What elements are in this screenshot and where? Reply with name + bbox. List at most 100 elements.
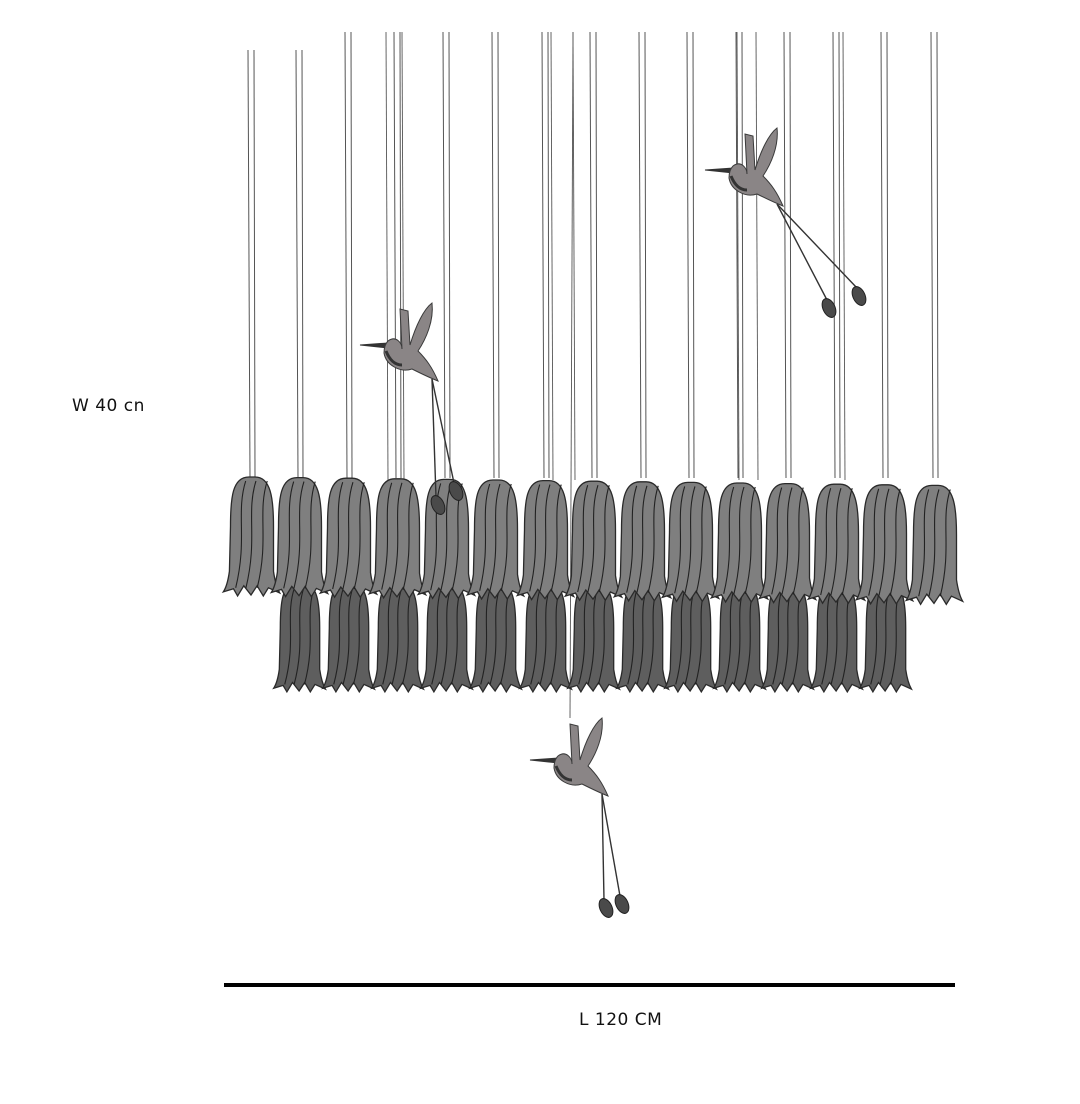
bottom-bell — [370, 582, 425, 694]
bell-rib — [841, 488, 853, 596]
bird-body — [728, 127, 784, 207]
bell-rib — [489, 483, 501, 591]
bell-rib — [353, 482, 365, 590]
hummingbirds — [359, 127, 867, 918]
wire — [295, 49, 299, 479]
bell-rib — [293, 586, 305, 685]
wire — [547, 31, 550, 479]
top-bell — [318, 477, 379, 599]
wire — [448, 31, 451, 479]
bell-rib — [939, 489, 951, 597]
wire — [442, 31, 446, 479]
bell-rib — [820, 488, 832, 596]
bottom-bell-row — [272, 582, 913, 694]
bell-rib — [283, 481, 295, 589]
bell-rib — [792, 487, 804, 595]
bottom-bell — [760, 582, 815, 694]
bird-tail-tip — [821, 298, 837, 318]
bell-rib — [889, 488, 901, 596]
bell-rib — [695, 486, 707, 594]
bird-tail-streamer — [776, 203, 828, 301]
suspension-wires — [247, 31, 939, 719]
bottom-bell — [272, 582, 327, 694]
wire — [350, 31, 353, 479]
bottom-bell — [615, 582, 670, 694]
wire — [838, 31, 841, 479]
wire — [686, 31, 690, 479]
bell-rib — [342, 586, 354, 685]
top-bell — [660, 481, 721, 603]
bell-rib — [489, 586, 501, 685]
bell-rib — [342, 482, 354, 590]
wire — [401, 31, 405, 481]
bell-rib — [500, 483, 512, 591]
hummingbird — [359, 302, 464, 515]
bell-rib — [402, 482, 414, 590]
bell-rib — [674, 486, 686, 594]
bell-rib — [821, 586, 833, 685]
bottom-bell — [809, 582, 864, 694]
bell-rib — [440, 483, 452, 591]
wire — [789, 31, 792, 479]
bird-tail-streamer — [431, 378, 437, 498]
wire — [755, 31, 759, 481]
bird-throat — [384, 350, 403, 367]
width-dimension-label: W 40 cn — [72, 396, 145, 416]
wire — [930, 31, 934, 479]
bird-beak — [359, 342, 389, 349]
bell-rib — [235, 480, 247, 588]
bell-rib — [723, 486, 735, 594]
bell-rib — [539, 484, 551, 592]
wire — [550, 31, 554, 481]
bell-rib — [381, 482, 393, 590]
bell-rib — [772, 586, 784, 685]
top-bell — [757, 482, 818, 604]
top-bell-row — [221, 476, 965, 606]
bottom-bell — [468, 582, 523, 694]
bird-body — [553, 717, 609, 797]
bird-tail-tip — [614, 894, 630, 914]
bird-beak — [704, 167, 734, 174]
bottom-bell — [321, 582, 376, 694]
bird-tail-streamer — [601, 793, 605, 901]
bell-rib — [868, 488, 880, 596]
bell-rib — [918, 489, 930, 597]
bell-rib — [771, 487, 783, 595]
wire — [644, 31, 647, 479]
bell-rib — [550, 484, 562, 592]
bell-rib — [878, 488, 890, 596]
bell-rib — [529, 484, 541, 592]
wire — [385, 31, 389, 481]
bird-tail-streamer — [601, 793, 621, 897]
bell-rib — [781, 487, 793, 595]
wire — [247, 49, 251, 479]
bell-rib — [578, 586, 590, 685]
wire — [886, 31, 889, 479]
bird-tail-tip — [448, 481, 464, 501]
bottom-bell — [518, 582, 573, 694]
bell-rib — [928, 489, 940, 597]
bell-rib — [382, 586, 394, 685]
bird-tail-tip — [851, 286, 867, 306]
length-dimension-label: L 120 CM — [579, 1010, 663, 1030]
bell-rib — [391, 586, 403, 685]
wire — [572, 31, 576, 481]
bell-rib — [333, 586, 345, 685]
bell-rib — [391, 482, 403, 590]
bell-rib — [684, 486, 696, 594]
wire — [692, 31, 695, 479]
bell-rib — [626, 485, 638, 593]
bell-rib — [587, 485, 599, 593]
bird-wire — [569, 31, 574, 719]
bird-tail-streamer — [431, 378, 455, 484]
length-dimension-line — [224, 983, 955, 987]
bell-rib — [480, 586, 492, 685]
bell-rib — [733, 486, 745, 594]
hummingbird — [529, 717, 630, 918]
bell-rib — [647, 485, 659, 593]
bird-throat — [554, 765, 573, 782]
bell-rib — [293, 481, 305, 589]
bell-rib — [530, 586, 542, 685]
top-bell — [269, 476, 330, 598]
